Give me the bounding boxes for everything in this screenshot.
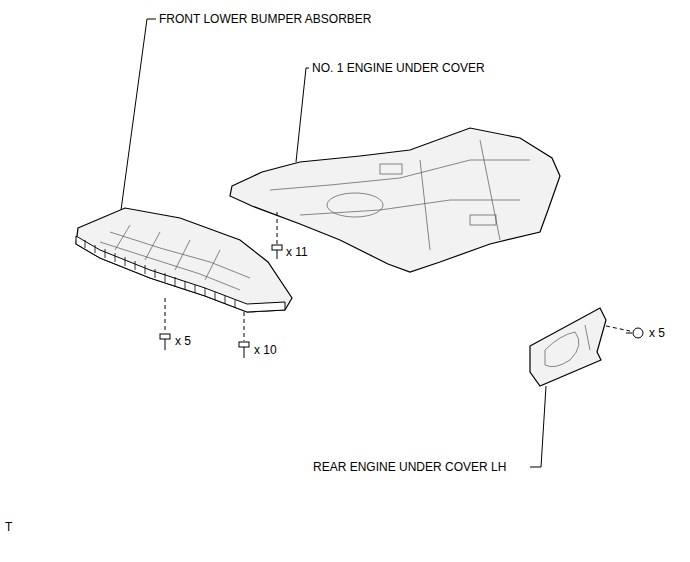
leader-line (296, 68, 309, 162)
quantity-label: x 5 (648, 326, 666, 340)
bumper-absorber (76, 208, 292, 312)
part-name: NO. 1 ENGINE UNDER COVER (311, 61, 486, 75)
leader-line (121, 19, 156, 210)
quantity-label: x 10 (253, 343, 278, 357)
part-name: FRONT LOWER BUMPER ABSORBER (158, 12, 372, 26)
quantity-label: x 11 (285, 245, 309, 259)
rear-under-cover (530, 308, 606, 386)
engine-under-cover (230, 128, 560, 272)
quantity-label: x 5 (174, 334, 192, 348)
part-name: REAR ENGINE UNDER COVER LH (312, 460, 507, 474)
figure-mark: T (4, 520, 13, 534)
leader-line (530, 386, 546, 467)
